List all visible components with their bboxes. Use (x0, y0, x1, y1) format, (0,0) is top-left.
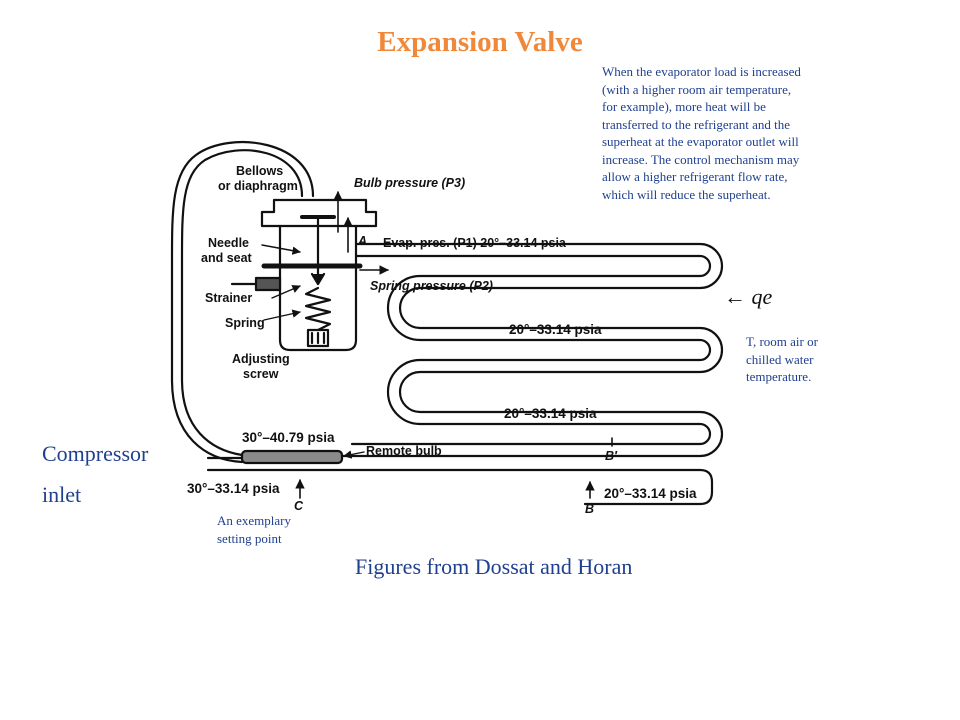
note-line: chilled water (746, 351, 814, 367)
note-line: for example), more heat will be (602, 99, 766, 114)
remote-bulb-label: Remote bulb (366, 444, 442, 458)
capillary-tube (180, 149, 304, 457)
note-line: superheat at the evaporator outlet will (602, 134, 799, 149)
note-line: which will reduce the superheat. (602, 186, 771, 202)
note-line: setting point (217, 530, 282, 546)
strainer (254, 276, 282, 292)
slide-title: Expansion Valve (377, 26, 583, 58)
strainer-label: Strainer (205, 291, 252, 305)
note-line: T, room air or (746, 334, 818, 349)
and-seat-label: and seat (201, 251, 253, 265)
spring (304, 286, 332, 332)
screw-label: screw (243, 367, 279, 381)
diaphragm-label: or diaphragm (218, 179, 298, 193)
figure-credit: Figures from Dossat and Horan (355, 554, 633, 579)
note-line: increase. The control mechanism may (602, 151, 800, 167)
coil-temp-label: 20°–33.14 psia (504, 406, 597, 421)
bellows-label: Bellows (236, 164, 283, 178)
spring-pressure-label: Spring pressure (P2) (370, 279, 493, 293)
bottom-temp-label: 20°–33.14 psia (604, 486, 697, 501)
adjusting-label: Adjusting (232, 352, 290, 366)
point-b-label: B (585, 502, 594, 516)
point-b-prime-label: B′ (605, 449, 618, 463)
spring-label: Spring (225, 316, 265, 330)
note-line: When the evaporator load is increased (602, 64, 801, 79)
evaporator-load-note: When the evaporator load is increased (w… (602, 63, 857, 203)
outlet-temp-label: 30°–33.14 psia (187, 481, 280, 496)
valve-bonnet (260, 198, 378, 228)
note-line: An exemplary (217, 513, 292, 528)
needle-label: Needle (208, 236, 249, 250)
point-a-label: A (357, 234, 367, 248)
coil-temp-label: 20°–33.14 psia (509, 322, 602, 337)
evap-pressure-label: Evap. pres. (P1) 20°–33.14 psia (383, 236, 567, 250)
point-c-label: C (294, 499, 304, 513)
valve-body (278, 224, 358, 352)
note-line: temperature. (746, 369, 812, 384)
evaporator-coil (350, 242, 724, 458)
inlet-label: inlet (42, 482, 82, 507)
compressor-label: Compressor (42, 441, 149, 466)
remote-bulb (240, 449, 344, 465)
remote-bulb-temp-label: 30°–40.79 psia (242, 430, 335, 445)
note-line: allow a higher refrigerant flow rate, (602, 169, 788, 184)
note-line: transferred to the refrigerant and the (602, 116, 791, 132)
note-line: (with a higher room air temperature, (602, 81, 792, 97)
setting-point-note: An exemplary setting point (217, 512, 327, 547)
bulb-pressure-label: Bulb pressure (P3) (354, 176, 465, 190)
room-temperature-note: T, room air or chilled water temperature… (746, 333, 846, 386)
heat-input-label: ← qe (724, 284, 773, 309)
